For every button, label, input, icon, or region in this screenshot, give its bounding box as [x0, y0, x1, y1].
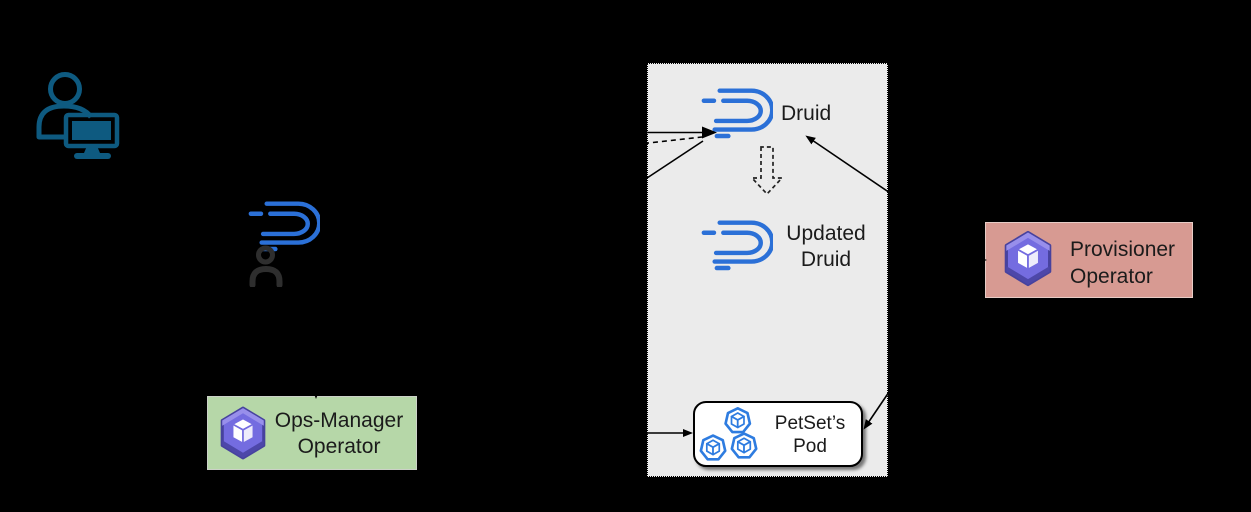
provisioner-operator-label: Provisioner Operator [1070, 238, 1176, 288]
updated-druid-label: Updated Druid [786, 222, 866, 271]
dashed-update-arrow-icon [750, 146, 784, 196]
ops-manager-operator-box: Ops-Manager Operator [207, 396, 417, 470]
user-at-computer-icon [36, 72, 120, 159]
druid-label: Druid [781, 102, 832, 125]
petset-pod-label: PetSet’s Pod [774, 413, 846, 457]
ops-manager-operator-label: Ops-Manager Operator [274, 409, 404, 458]
druid-logo-icon [701, 219, 773, 271]
person-icon [249, 245, 283, 287]
cluster-box: Druid Updated Druid PetSet’s Pod [647, 63, 888, 477]
petset-pod-box: PetSet’s Pod [693, 401, 863, 467]
provisioner-operator-box: Provisioner Operator [985, 222, 1193, 298]
druid-logo-icon [701, 87, 773, 139]
operator-cube-icon [1004, 230, 1052, 287]
operator-cube-icon [220, 406, 266, 460]
pods-icon [699, 407, 758, 461]
